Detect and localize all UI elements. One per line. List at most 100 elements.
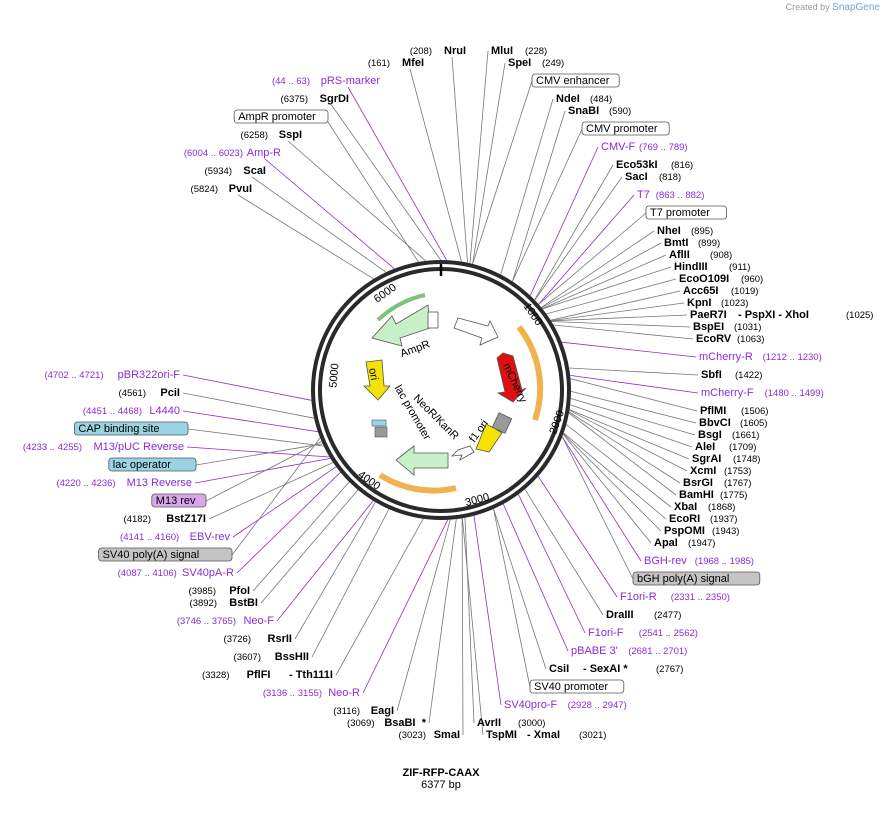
enzyme-label: PflMI [700,405,726,417]
site-position: (1031) [734,322,761,333]
enzyme-label: BsaBI [384,717,415,729]
enzyme-label: Acc65I [683,285,718,297]
enzyme-label: NruI [444,45,466,57]
feature-ori-arrow [363,359,391,401]
feature-box-label: T7 promoter [650,207,710,219]
enzyme-label: SgrAI [692,453,721,465]
feature-box-label: bGH poly(A) signal [637,573,729,585]
leader-line [182,410,318,433]
leader-line [561,436,642,562]
feature-ampr-arrow [371,304,431,347]
primer-label: mCherry-F [701,387,754,399]
leader-line [524,489,604,616]
leader-line [537,476,618,598]
leader-line [546,278,677,315]
leader-line [236,472,341,574]
site-position: (1943) [712,526,739,537]
enzyme-label: EcoRI [669,513,700,525]
leader-line [541,242,662,309]
site-position: (818) [659,172,681,183]
feature-cap-box [371,419,387,427]
leader-line [287,140,427,262]
site-position: (3021) [579,730,606,741]
enzyme-extra: - XmaI [527,729,560,741]
feature-lac-box [374,426,388,438]
feature-box [529,679,625,694]
feature-box-label: SV40 promoter [534,681,608,693]
enzyme-label: PciI [160,387,180,399]
leader-line [409,68,462,262]
site-position: (1748) [733,454,760,465]
enzyme-label: CsiI [549,663,569,675]
site-position: (3000) [518,718,545,729]
primer-band-mcherry [516,325,544,421]
feature-label-ori: ori [366,367,380,381]
enzyme-label: BamHI [679,489,714,501]
leader-line [566,424,672,508]
site-position: (4220 .. 4236) [56,478,115,489]
primer-label: Amp-R [247,147,281,159]
leader-line [561,436,634,580]
primer-label: M13 Reverse [127,477,192,489]
site-position: (3069) [347,718,374,729]
enzyme-label: AleI [695,441,715,453]
site-position: (2477) [654,610,681,621]
leader-line [569,409,690,460]
leader-line [182,392,315,419]
enzyme-label: AflII [669,249,690,261]
leader-line [541,230,655,308]
enzyme-label: AvrII [477,717,501,729]
feature-box-label: lac operator [113,459,171,471]
site-position: (1605) [740,418,767,429]
enzyme-label: PvuI [229,183,252,195]
site-position: (4561) [119,388,146,399]
site-position: (863 .. 882) [656,190,705,201]
site-position: (1868) [708,502,735,513]
site-position: (1480 .. 1499) [765,388,824,399]
leader-line [500,98,554,275]
created-by-credit: Created by SnapGene [786,2,880,13]
site-position: (1767) [724,478,751,489]
enzyme-label: BsrGI [683,477,713,489]
feature-box [531,73,620,88]
leader-line [569,367,699,376]
feature-mcherry-arrow [496,352,527,403]
leader-line [551,321,691,328]
primer-label: BGH-rev [644,555,687,567]
enzyme-label: BstBI [229,597,258,609]
site-position: (4141 .. 4160) [120,532,179,543]
site-position: (3328) [202,670,229,681]
primer-label: L4440 [149,405,180,417]
site-position: (484) [590,94,612,105]
feature-box [108,457,197,472]
enzyme-label: EcoRV [696,333,732,345]
enzyme-label: PflFI [247,669,271,681]
site-labels: pBR322ori-F(4702 .. 4721)PciI(4561)L4440… [23,45,874,741]
feature-box [645,205,727,220]
leader-line [502,503,569,652]
leader-line [542,254,667,309]
site-position: (208) [410,46,432,57]
site-position: (161) [368,58,390,69]
leader-line [396,519,451,712]
feature-box [632,571,761,586]
leader-line [473,515,502,706]
enzyme-label: SgrDI [320,93,349,105]
leader-line [264,158,395,270]
enzyme-label: Eco53kI [616,159,658,171]
feature-box [151,493,207,508]
feature-f1ori-box [491,412,513,434]
leader-line [570,404,693,448]
leader-line [538,212,647,305]
enzyme-extra: - PspXI - XhoI [738,309,809,321]
enzyme-label: NheI [657,225,681,237]
leader-line [251,176,387,273]
leader-line [252,481,350,592]
site-position: (899) [698,238,720,249]
primer-label: F1ori-R [620,591,657,603]
site-position: (1661) [732,430,759,441]
enzyme-label: PaeR7I [690,309,727,321]
leader-line [570,391,697,424]
enzyme-label: ApaI [654,537,678,549]
